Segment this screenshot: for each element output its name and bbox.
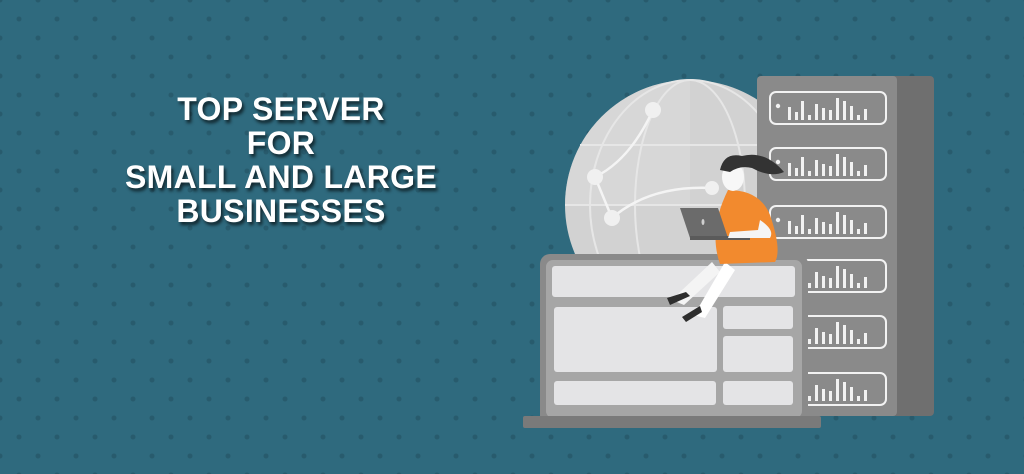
headline-line-1: TOP SERVER [177,91,385,127]
headline: TOP SERVER FOR SMALL AND LARGE BUSINESSE… [96,92,466,228]
headline-line-2: FOR [246,125,316,161]
headline-line-4: BUSINESSES [176,193,386,229]
headline-line-3: SMALL AND LARGE [124,159,438,195]
laptop-icon [523,254,821,428]
person-with-laptop [667,154,784,322]
